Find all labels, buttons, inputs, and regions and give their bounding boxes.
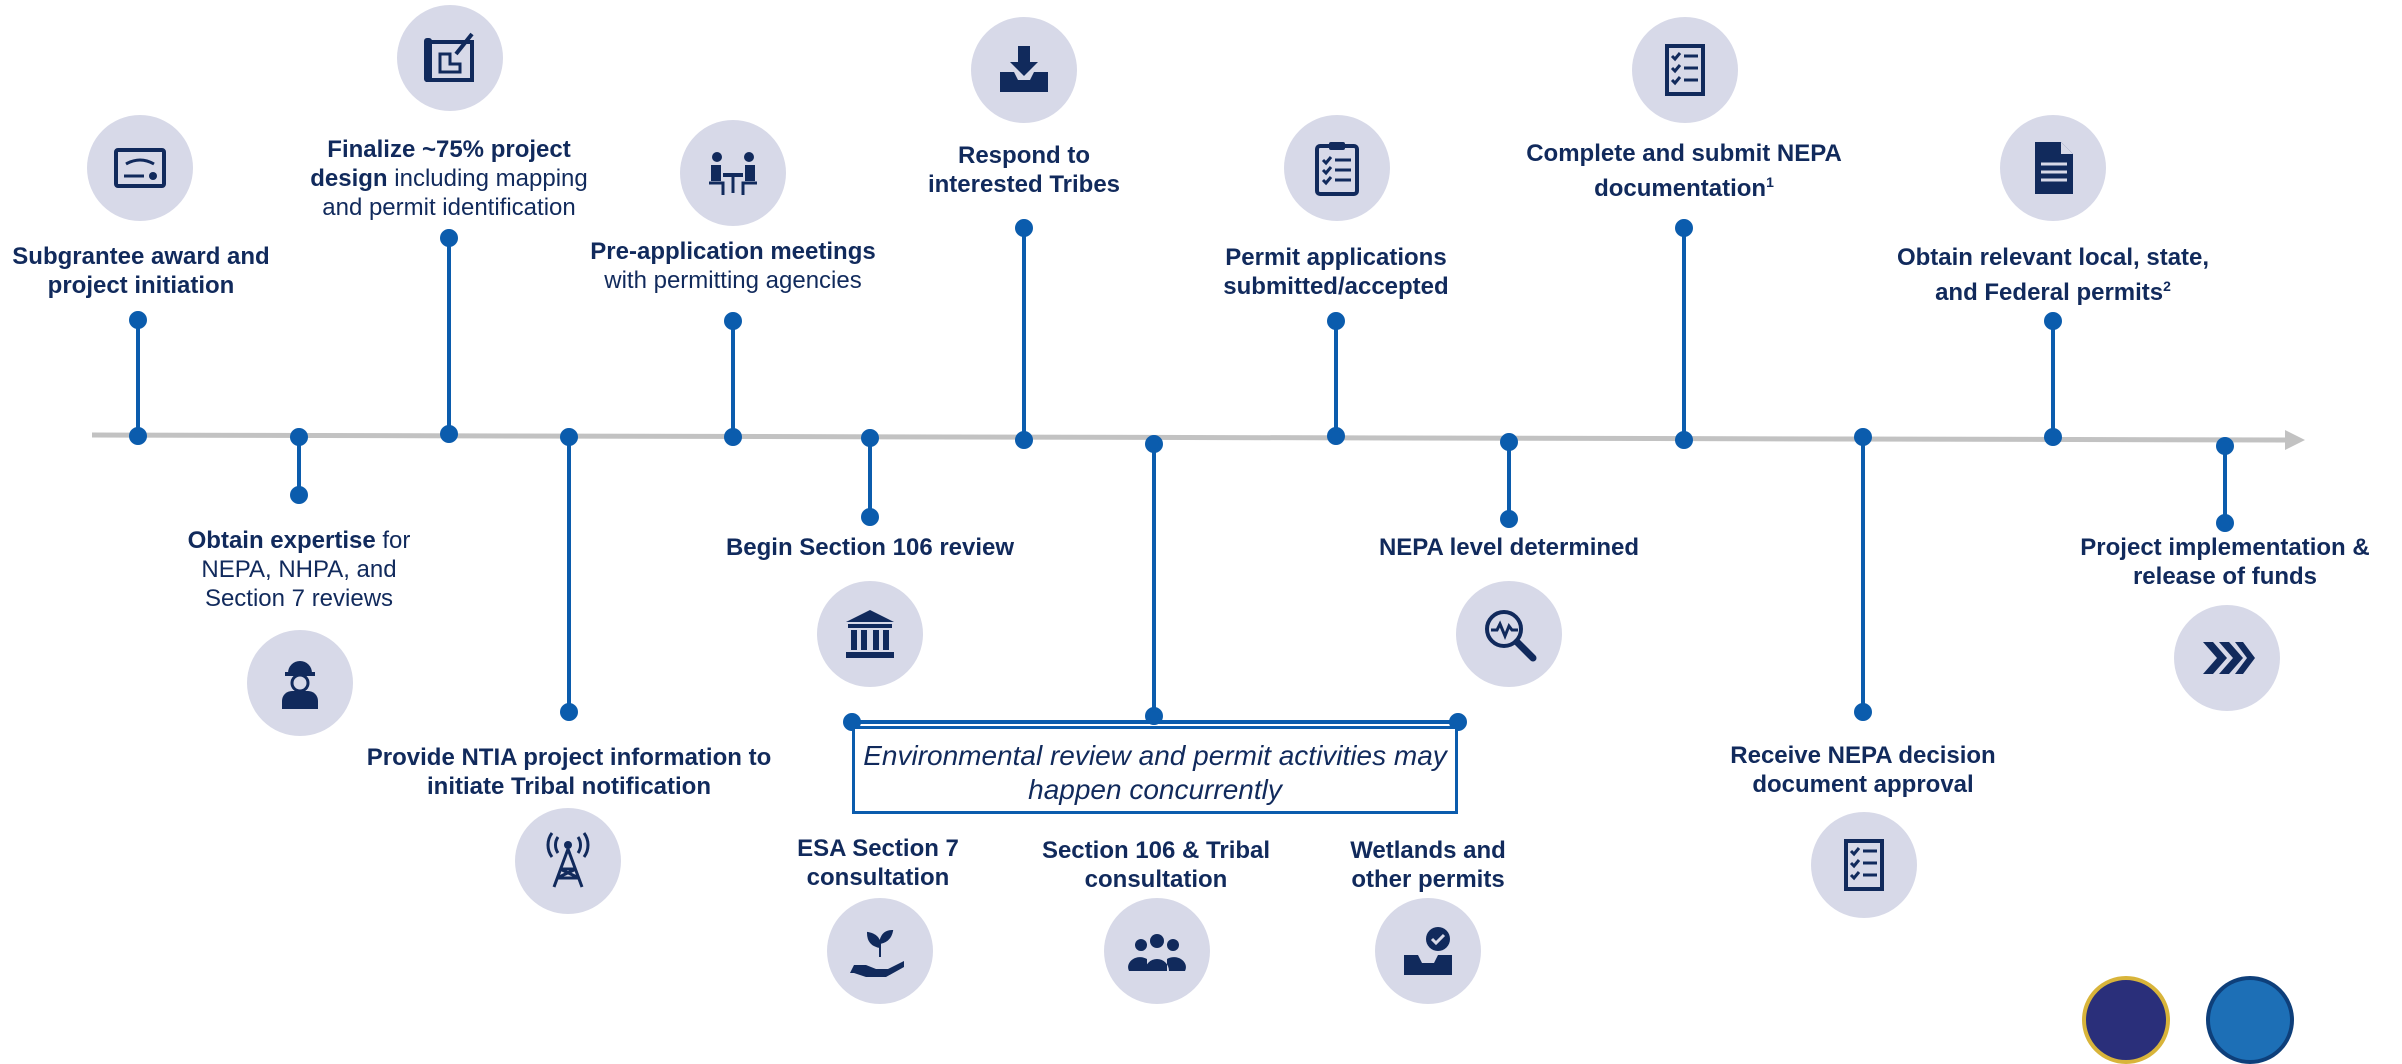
concurrent-box: Environmental review and permit activiti…: [852, 726, 1458, 814]
inbox-download-icon: [971, 17, 1077, 123]
chevrons-right-icon: [2174, 605, 2280, 711]
checklist-icon: [1811, 812, 1917, 918]
milestone-ntia: Provide NTIA project information to init…: [366, 744, 772, 800]
timeline-axis: [91, 432, 2286, 443]
blueprint-icon: [397, 5, 503, 111]
sub-esa: ESA Section 7 consultation: [797, 835, 959, 891]
inbox-check-icon: [1375, 898, 1481, 1004]
milestone-finalize: Finalize ~75% project design including m…: [310, 136, 588, 221]
milestone-permitapps: Permit applications submitted/accepted: [1223, 244, 1449, 300]
milestone-sec106: Begin Section 106 review: [725, 534, 1015, 561]
milestone-permits: Obtain relevant local, state, and Federa…: [1896, 244, 2210, 306]
certificate-icon: [87, 115, 193, 221]
clipboard-checklist-icon: [1284, 115, 1390, 221]
engineer-icon: [247, 630, 353, 736]
checklist-icon: [1632, 17, 1738, 123]
document-icon: [2000, 115, 2106, 221]
milestone-nepadecision: Receive NEPA decision document approval: [1730, 742, 1996, 798]
milestone-tribes: Respond to interested Tribes: [927, 142, 1121, 198]
people-group-icon: [1104, 898, 1210, 1004]
concurrent-text: Environmental review and permit activiti…: [863, 740, 1447, 805]
courthouse-icon: [817, 581, 923, 687]
sub-tribal: Section 106 & Tribal consultation: [1041, 837, 1271, 893]
timeline-diagram: Subgrantee award and project initiation …: [12, 5, 2370, 1064]
milestone-nepadoc: Complete and submit NEPA documentation1: [1526, 140, 1842, 202]
cell-tower-icon: [515, 808, 621, 914]
meeting-icon: [680, 120, 786, 226]
timeline-lines: [91, 219, 2305, 731]
hand-plant-icon: [827, 898, 933, 1004]
timeline-arrowhead: [2285, 430, 2305, 450]
milestone-nepalevel: NEPA level determined: [1378, 534, 1640, 561]
logo-seal-left: [2082, 976, 2170, 1064]
milestone-implementation: Project implementation & release of fund…: [2080, 534, 2370, 590]
milestone-subgrantee: Subgrantee award and project initiation: [12, 243, 270, 299]
sub-wetlands: Wetlands and other permits: [1350, 837, 1506, 893]
milestone-expertise: Obtain expertise for NEPA, NHPA, and Sec…: [187, 527, 411, 612]
milestone-preapp: Pre-application meetings with permitting…: [590, 238, 876, 294]
logo-seal-right: [2206, 976, 2294, 1064]
magnifier-pulse-icon: [1456, 581, 1562, 687]
